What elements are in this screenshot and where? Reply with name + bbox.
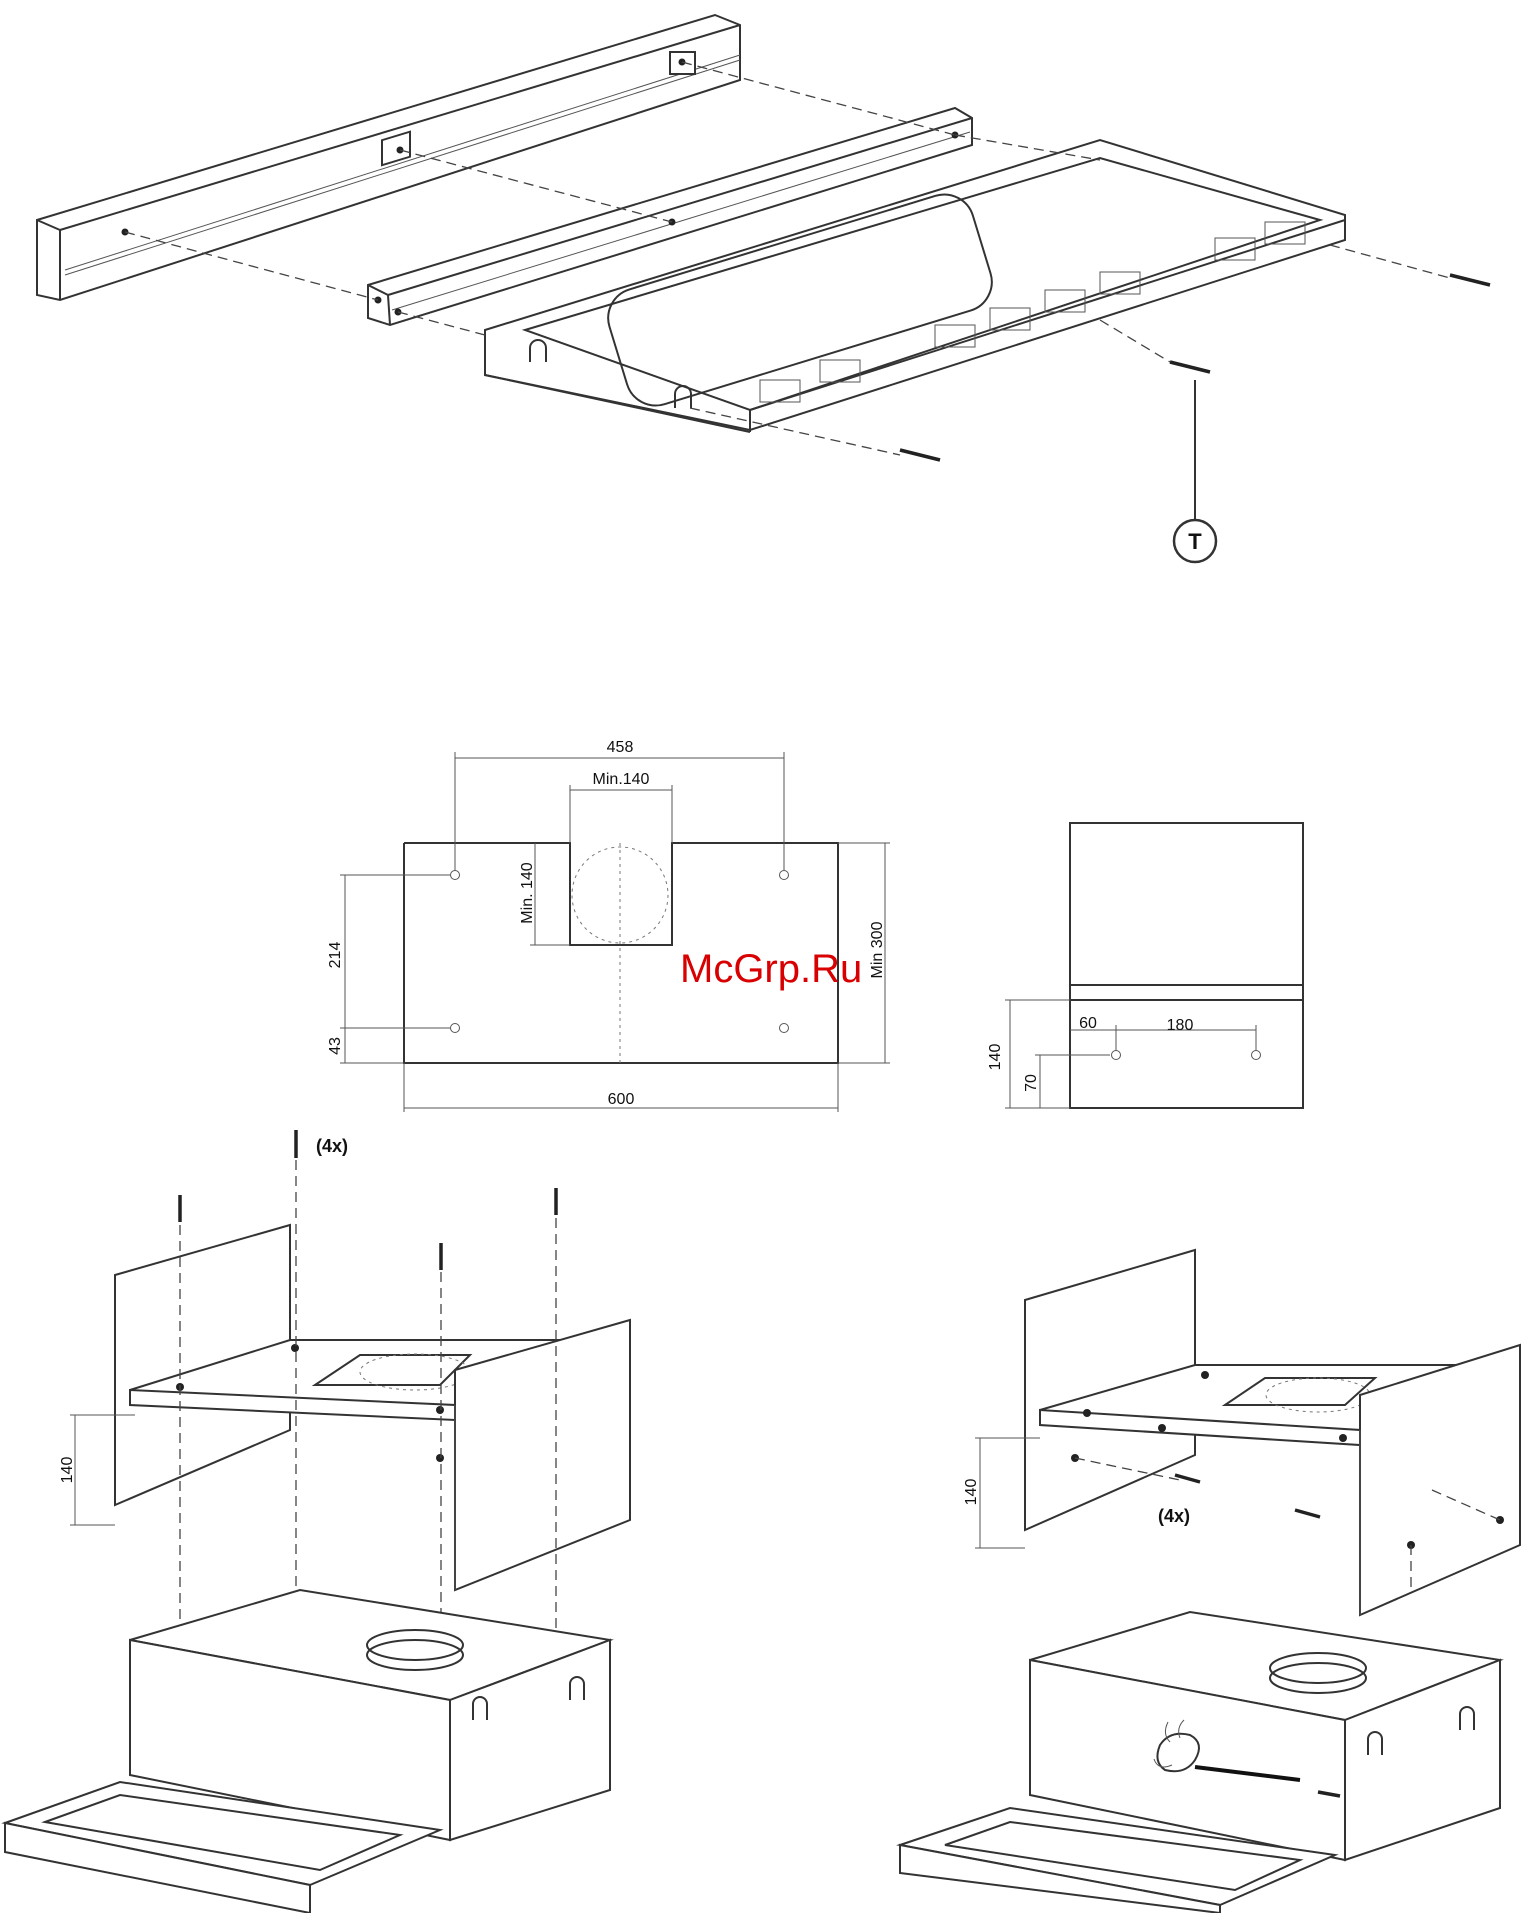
dim-214: 214 — [327, 942, 344, 969]
dim-140-left: 140 — [59, 1457, 76, 1484]
dim-duct-depth: Min. 140 — [519, 862, 536, 923]
dim-min-140: Min.140 — [593, 771, 650, 788]
dim-60: 60 — [1079, 1015, 1097, 1032]
screw-icon — [1175, 1475, 1320, 1517]
callout-t: T — [1174, 380, 1216, 562]
dim-min-300: Min 300 — [869, 921, 886, 978]
hood-frame — [485, 140, 1345, 432]
watermark: McGrp.Ru — [680, 947, 862, 991]
wall-rail — [37, 15, 740, 300]
install-cabinet-right: 140 (4x) — [900, 1250, 1520, 1913]
wall-drilling-template: 458 Min.140 Min. 140 214 43 600 Min 300 — [327, 739, 890, 1112]
dim-43: 43 — [327, 1037, 344, 1055]
dim-140-right: 140 — [963, 1479, 980, 1506]
dim-180: 180 — [1167, 1017, 1194, 1034]
dim-140-side: 140 — [987, 1044, 1004, 1071]
screw-count-left: (4x) — [316, 1136, 348, 1156]
screw-count-right: (4x) — [1158, 1506, 1190, 1526]
dim-458: 458 — [607, 739, 634, 756]
dim-600: 600 — [608, 1091, 635, 1108]
side-drilling-template: 60 180 140 70 — [987, 823, 1303, 1108]
exploded-mounting-view: T — [37, 15, 1490, 562]
callout-letter: T — [1188, 529, 1202, 554]
install-cabinet-left: 140 (4x) — [5, 1130, 630, 1913]
dim-70: 70 — [1023, 1074, 1040, 1092]
